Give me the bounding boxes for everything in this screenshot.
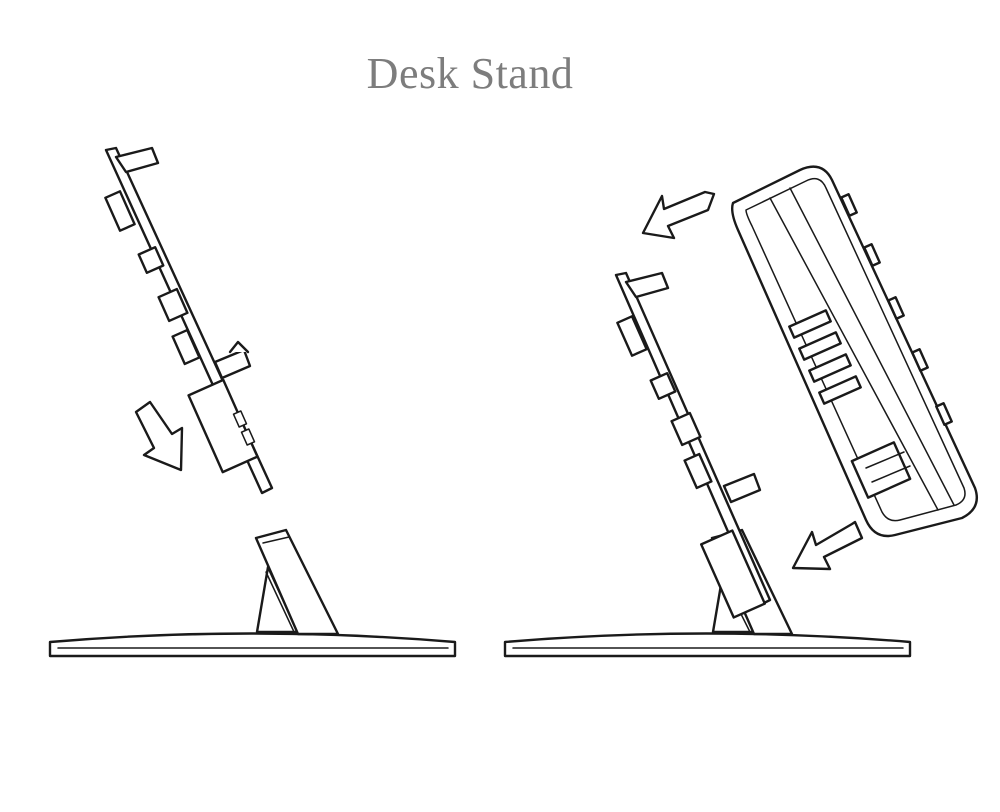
left-scene — [48, 146, 457, 658]
left-bracket-plate — [104, 146, 274, 495]
left-stand-support — [254, 528, 340, 636]
upper-left-arrow — [641, 190, 716, 240]
right-stand-base — [503, 632, 912, 658]
left-down-arrow — [134, 400, 184, 472]
left-stand-base — [48, 632, 457, 658]
meter-device — [730, 165, 979, 538]
diagram-title: Desk Stand — [366, 49, 574, 98]
right-scene — [503, 165, 979, 658]
right-bracket-plate — [614, 271, 772, 619]
lower-left-arrow — [791, 520, 864, 571]
